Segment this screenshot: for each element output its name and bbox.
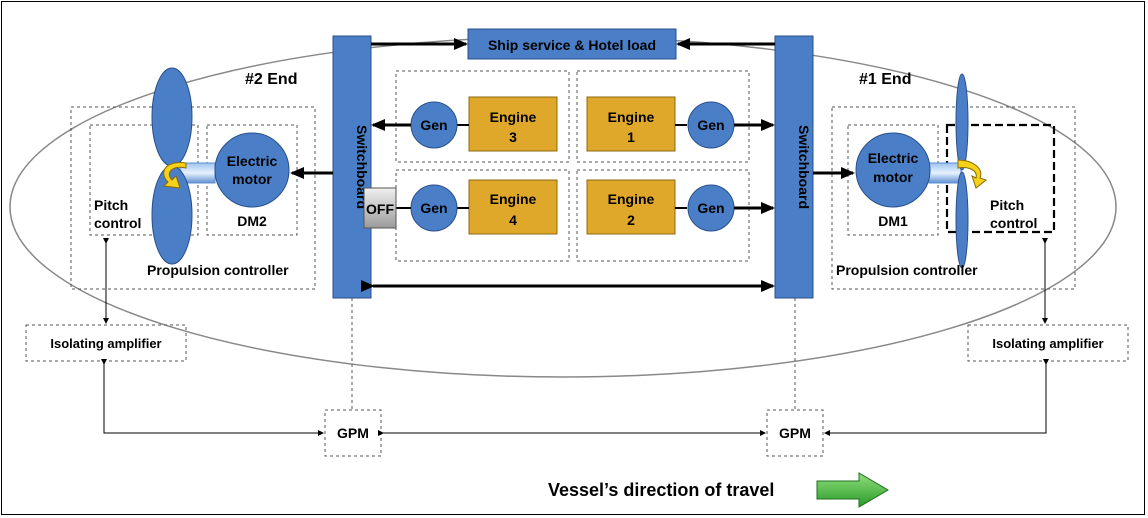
svg-text:Engine: Engine xyxy=(608,191,655,207)
svg-text:Electric: Electric xyxy=(227,153,278,169)
svg-text:1: 1 xyxy=(627,129,635,145)
svg-text:Engine: Engine xyxy=(608,109,655,125)
direction-label: Vessel’s direction of travel xyxy=(548,480,774,500)
svg-text:Gen: Gen xyxy=(697,200,724,216)
left-pitch-label-2: control xyxy=(94,215,141,231)
svg-text:OFF: OFF xyxy=(366,201,394,217)
left-amp-gpm-link xyxy=(101,359,324,436)
left-end-title: #2 End xyxy=(245,71,297,88)
right-gpm-box xyxy=(766,409,824,457)
engine-1: Engine 1 xyxy=(586,96,676,152)
engine2-group xyxy=(576,169,750,262)
svg-text:Gen: Gen xyxy=(420,200,447,216)
svg-text:Engine: Engine xyxy=(490,191,537,207)
right-shaft xyxy=(928,162,962,184)
generator-2: Gen xyxy=(687,184,735,232)
right-switchboard xyxy=(774,35,814,299)
engine3-group xyxy=(395,70,570,163)
right-pitch-label-2: control xyxy=(990,215,1037,231)
svg-text:motor: motor xyxy=(873,169,913,185)
dm2-motor: Electric motor xyxy=(214,132,290,208)
left-gpm-label: GPM xyxy=(337,425,369,441)
left-propulsion-group xyxy=(70,106,316,290)
ship-service-label: Ship service & Hotel load xyxy=(488,37,656,53)
svg-text:2: 2 xyxy=(627,212,635,228)
right-rotation-arrow-icon xyxy=(957,159,988,189)
left-propulsion-controller-label: Propulsion controller xyxy=(147,262,289,278)
left-pitch-label-1: Pitch xyxy=(94,197,128,213)
svg-text:Gen: Gen xyxy=(697,117,724,133)
dm2-label: DM2 xyxy=(237,213,267,229)
svg-text:Gen: Gen xyxy=(420,117,447,133)
engine1-group xyxy=(576,70,750,163)
svg-text:4: 4 xyxy=(509,212,517,228)
dm1-label: DM1 xyxy=(878,213,908,229)
engine-3: Engine 3 xyxy=(468,96,558,152)
generator-4: Gen xyxy=(410,184,458,232)
right-propulsion-controller-label: Propulsion controller xyxy=(836,262,978,278)
dm1-motor: Electric motor xyxy=(855,132,931,208)
ship-service-box xyxy=(467,28,677,60)
engine-2: Engine 2 xyxy=(586,179,676,235)
right-gpm-label: GPM xyxy=(779,425,811,441)
svg-text:motor: motor xyxy=(232,171,272,187)
generator-3: Gen xyxy=(410,101,458,149)
generator-1: Gen xyxy=(687,101,735,149)
right-end-title: #1 End xyxy=(859,71,911,88)
right-pitch-label-1: Pitch xyxy=(990,197,1024,213)
off-breaker: OFF xyxy=(363,187,397,229)
engine-4: Engine 4 xyxy=(468,179,558,235)
left-amplifier-label: Isolating amplifier xyxy=(50,336,161,351)
right-propeller xyxy=(955,73,988,269)
right-switchboard-label: Switchboard xyxy=(796,125,812,209)
right-amp-gpm-link xyxy=(824,359,1049,436)
right-propulsion-group xyxy=(831,106,1076,290)
right-amplifier-label: Isolating amplifier xyxy=(992,336,1103,351)
svg-text:Electric: Electric xyxy=(868,150,919,166)
left-propeller xyxy=(151,67,193,265)
svg-text:Engine: Engine xyxy=(490,109,537,125)
left-rotation-arrow-icon xyxy=(162,162,187,189)
direction-arrow-icon xyxy=(816,472,889,508)
svg-text:3: 3 xyxy=(509,129,517,145)
